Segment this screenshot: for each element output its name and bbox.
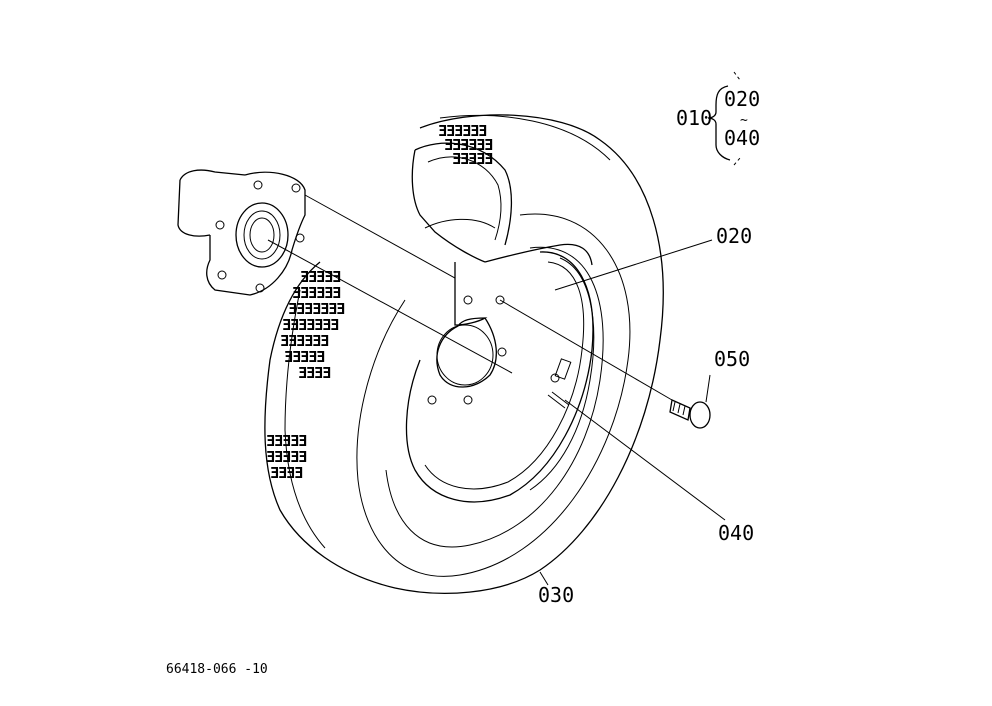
label-range-sep: ~: [740, 113, 748, 128]
leader-lines: [267, 194, 726, 586]
label-bolt: 050: [714, 347, 750, 371]
svg-text:ƎƎƎƎƎƎ: ƎƎƎƎƎƎ: [280, 332, 329, 350]
label-range-start: 020: [724, 87, 760, 111]
label-assembly: 010: [676, 106, 712, 130]
svg-text:ƎƎƎƎƎƎ: ƎƎƎƎƎƎ: [444, 136, 493, 154]
label-rim: 020: [716, 224, 752, 248]
svg-text:ƎƎƎƎƎƎ: ƎƎƎƎƎƎ: [292, 284, 341, 302]
svg-text:ƎƎƎƎƎ: ƎƎƎƎƎ: [300, 268, 341, 286]
svg-text:ƎƎƎƎƎ: ƎƎƎƎƎ: [452, 150, 493, 168]
svg-text:ƎƎƎƎ: ƎƎƎƎ: [298, 364, 331, 382]
wheel-rim: [405, 251, 595, 503]
svg-text:ƎƎƎƎƎ: ƎƎƎƎƎ: [266, 432, 307, 450]
label-range-end: 040: [724, 126, 760, 150]
svg-text:ƎƎƎƎƎƎƎ: ƎƎƎƎƎƎƎ: [288, 300, 345, 318]
tire: [264, 114, 664, 594]
label-tire: 030: [538, 583, 574, 607]
svg-text:ƎƎƎƎƎƎ: ƎƎƎƎƎƎ: [438, 122, 487, 140]
label-valve: 040: [718, 521, 754, 545]
tread-pattern: ƎƎƎƎƎƎ ƎƎƎƎƎƎ ƎƎƎƎƎ ƎƎƎƎƎ ƎƎƎƎƎƎ ƎƎƎƎƎƎƎ…: [266, 122, 494, 482]
svg-text:ƎƎƎƎƎƎƎ: ƎƎƎƎƎƎƎ: [282, 316, 339, 334]
svg-text:ƎƎƎƎƎ: ƎƎƎƎƎ: [266, 448, 307, 466]
svg-text:ƎƎƎƎƎ: ƎƎƎƎƎ: [284, 348, 325, 366]
lug-bolt: [669, 399, 711, 429]
assembly-bracket: [707, 71, 741, 166]
wheel-hub: [177, 169, 306, 296]
svg-text:ƎƎƎƎ: ƎƎƎƎ: [270, 464, 303, 482]
tire-cutaway: [411, 142, 593, 266]
drawing-number: 66418-066 -10: [166, 662, 268, 677]
